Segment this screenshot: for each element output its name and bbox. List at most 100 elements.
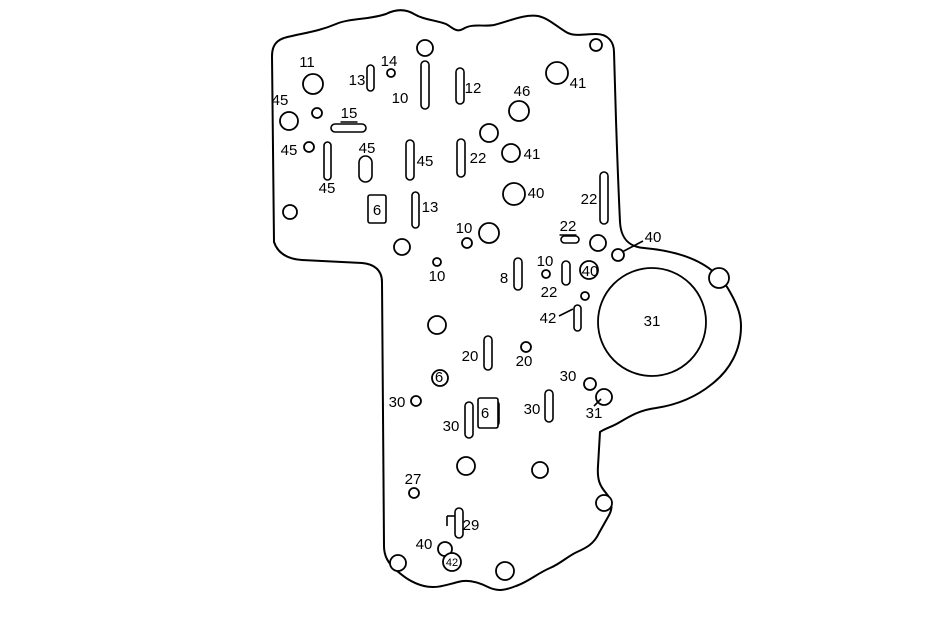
callout-label-30: 30 (560, 368, 577, 385)
hole (461, 237, 473, 249)
callout-label-46: 46 (514, 83, 531, 100)
hole (279, 111, 299, 131)
callout-label-45: 45 (272, 92, 289, 109)
hole (478, 222, 500, 244)
callout-label-42: 42 (446, 557, 458, 569)
slot (323, 141, 332, 181)
callout-label-20: 20 (462, 348, 479, 365)
hole (302, 73, 324, 95)
hole (408, 487, 420, 499)
callout-label-6: 6 (435, 369, 443, 386)
callout-label-40: 40 (528, 185, 545, 202)
slot (454, 507, 464, 539)
callout-label-29: 29 (463, 517, 480, 534)
hole (393, 238, 411, 256)
hole (501, 143, 521, 163)
callout-label-45: 45 (281, 142, 298, 159)
slot (330, 123, 367, 133)
hole (386, 68, 396, 78)
callout-label-22: 22 (470, 150, 487, 167)
callout-label-30: 30 (524, 401, 541, 418)
hole (708, 267, 730, 289)
callout-label-45: 45 (359, 140, 376, 157)
hole (432, 257, 442, 267)
callout-label-15: 15 (341, 105, 358, 122)
hole (282, 204, 298, 220)
hole (416, 39, 434, 57)
slot (561, 260, 571, 286)
callout-label-42: 42 (540, 310, 557, 327)
callout-label-31: 31 (644, 313, 661, 330)
hole (589, 234, 607, 252)
callout-label-8: 8 (500, 270, 508, 287)
hole (579, 260, 599, 280)
callout-label-40: 40 (645, 229, 662, 246)
callout-label-10: 10 (537, 253, 554, 270)
hole (589, 38, 603, 52)
slot (464, 401, 474, 439)
callout-label-40: 40 (416, 536, 433, 553)
hole (611, 248, 625, 262)
slot (366, 64, 375, 92)
slot (599, 171, 609, 225)
callout-label-10: 10 (456, 220, 473, 237)
hole (580, 291, 590, 301)
hole (479, 123, 499, 143)
leader-line (558, 308, 574, 317)
callout-label-14: 14 (381, 53, 398, 70)
hole (495, 561, 515, 581)
callout-label-27: 27 (405, 471, 422, 488)
hole (531, 461, 549, 479)
slot (544, 389, 554, 423)
callout-label-13: 13 (349, 72, 366, 89)
hole (541, 269, 551, 279)
hole (410, 395, 422, 407)
plate-outline (270, 9, 743, 591)
hole (311, 107, 323, 119)
callout-label-45: 45 (417, 153, 434, 170)
callout-label-6: 6 (373, 202, 381, 219)
callout-label-10: 10 (429, 268, 446, 285)
callout-label-6: 6 (481, 405, 489, 422)
callout-label-11: 11 (299, 54, 315, 71)
hole (303, 141, 315, 153)
hole (456, 456, 476, 476)
slot (455, 67, 465, 105)
slot (456, 138, 466, 178)
callout-label-31: 31 (586, 405, 603, 422)
slot (560, 235, 580, 244)
callout-label-22: 22 (541, 284, 558, 301)
circled-callout-ring (442, 552, 462, 572)
slot (420, 60, 430, 110)
leader-line (593, 398, 602, 407)
component-box (367, 194, 387, 224)
component-box (477, 397, 499, 429)
slot (411, 191, 420, 229)
leader-line (621, 240, 644, 253)
callout-label-22: 22 (581, 191, 598, 208)
slot (513, 257, 523, 291)
callout-label-12: 12 (465, 80, 482, 97)
callout-label-20: 20 (516, 353, 533, 370)
hole (431, 369, 449, 387)
callout-label-22: 22 (560, 218, 577, 235)
hole (545, 61, 569, 85)
hole (508, 100, 530, 122)
hole (502, 182, 526, 206)
hole (595, 494, 613, 512)
callout-label-41: 41 (570, 75, 587, 92)
hole (427, 315, 447, 335)
callout-label-40: 40 (582, 263, 599, 280)
hole (597, 267, 707, 377)
callout-label-41: 41 (524, 146, 541, 163)
callout-label-45: 45 (319, 180, 336, 197)
hole (520, 341, 532, 353)
slot (405, 139, 415, 181)
hole (389, 554, 407, 572)
hole (583, 377, 597, 391)
callout-label-10: 10 (392, 90, 409, 107)
callout-label-30: 30 (443, 418, 460, 435)
callout-label-13: 13 (422, 199, 439, 216)
